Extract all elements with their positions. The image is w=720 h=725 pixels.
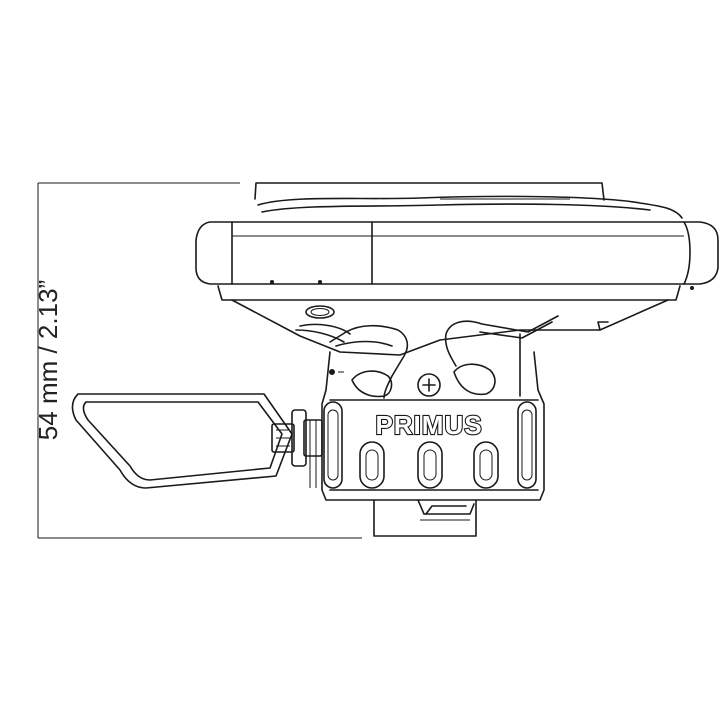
canister-connector [373,499,477,537]
burner-head [217,285,681,356]
control-knob-icon [71,393,323,489]
left-support-arm [329,324,409,399]
phillips-screw-icon [417,373,441,397]
pot-support-ring [195,221,719,290]
brand-logo: PRIMUS [375,410,482,440]
burner-cap [254,182,683,219]
right-support-arm [444,315,559,397]
dimension-label: 54 mm / 2.13” [33,279,63,441]
height-dimension [37,182,362,539]
valve-body [309,351,545,501]
